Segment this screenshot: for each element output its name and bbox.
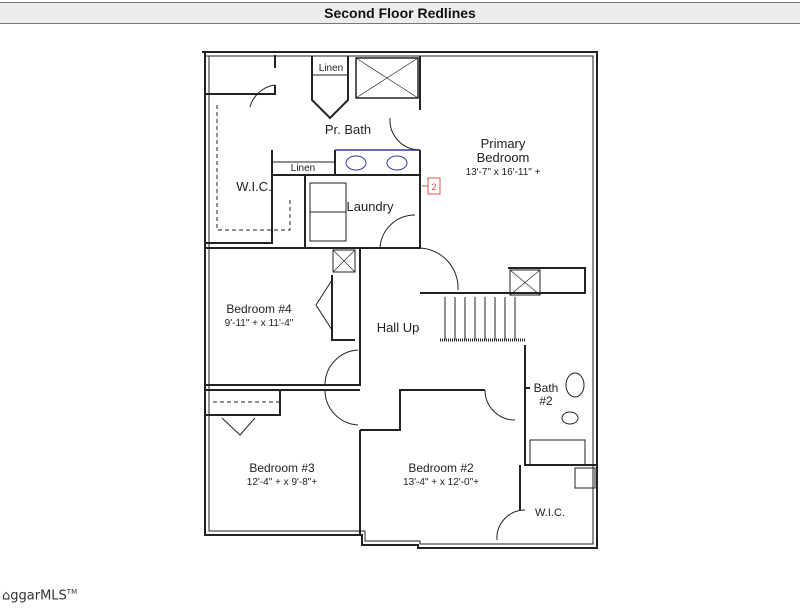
svg-text:13'-7" x 16'-11" +: 13'-7" x 16'-11" + <box>466 167 541 178</box>
mls-logo: ⌂ggarMLSTM <box>2 588 78 604</box>
room-bedroom-3: Bedroom #3 <box>249 461 315 475</box>
redline-marker: 2 <box>422 177 441 195</box>
svg-text:2: 2 <box>431 182 436 192</box>
svg-text:9'-11" + x 11'-4": 9'-11" + x 11'-4" <box>225 318 294 329</box>
house-icon: ⌂ <box>2 588 11 604</box>
room-wic-2: W.I.C. <box>535 507 565 519</box>
outer-wall <box>202 51 598 549</box>
room-laundry: Laundry <box>347 199 394 214</box>
room-linen-lower: Linen <box>291 163 315 174</box>
room-wic: W.I.C. <box>236 179 271 194</box>
room-linen-top: Linen <box>319 63 343 74</box>
room-bedroom-4: Bedroom #4 <box>226 302 292 316</box>
room-bath-2: Bath <box>534 381 559 395</box>
svg-text:12'-4" + x 9'-8"+: 12'-4" + x 9'-8"+ <box>247 477 318 488</box>
room-bedroom-2: Bedroom #2 <box>408 461 474 475</box>
page-title: Second Floor Redlines <box>324 5 476 21</box>
svg-text:#2: #2 <box>539 394 553 408</box>
room-pr-bath: Pr. Bath <box>325 122 371 137</box>
room-primary-bedroom: Primary <box>481 136 526 151</box>
svg-text:Bedroom: Bedroom <box>477 150 530 165</box>
title-bar: Second Floor Redlines <box>0 2 800 24</box>
svg-text:13'-4" + x 12'-0"+: 13'-4" + x 12'-0"+ <box>403 477 479 488</box>
room-hall-up: Hall Up <box>377 320 420 335</box>
